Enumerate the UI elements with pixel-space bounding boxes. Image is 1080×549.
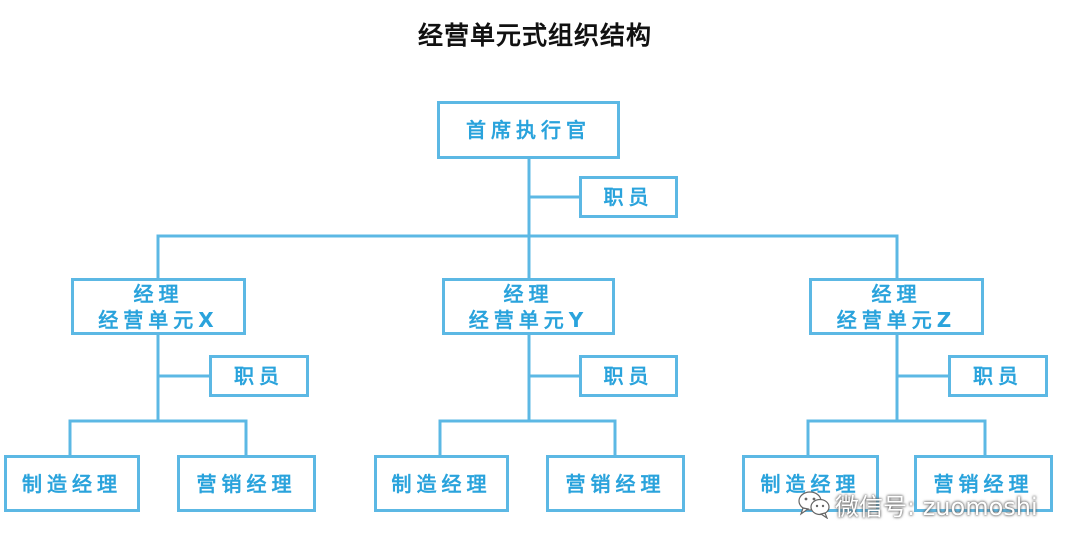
- unit-z-manager-label: 经理: [871, 281, 922, 306]
- unit-x-staff-box: 职员: [209, 355, 309, 397]
- unit-y-mfg-manager-label: 制造经理: [391, 471, 492, 496]
- unit-y-manager-label: 经理: [503, 281, 554, 306]
- unit-x-mfg-manager-box: 制造经理: [4, 455, 140, 512]
- unit-x-mfg-manager-label: 制造经理: [22, 471, 122, 496]
- unit-y-staff-label: 职员: [603, 364, 654, 388]
- unit-x-manager-box: 经理 经营单元X: [71, 278, 246, 335]
- unit-y-mfg-manager-box: 制造经理: [374, 455, 509, 512]
- unit-x-sales-manager-label: 营销经理: [196, 471, 297, 496]
- unit-y-staff-box: 职员: [579, 355, 678, 397]
- ceo-staff-box: 职员: [579, 176, 678, 218]
- unit-y-sales-manager-label: 营销经理: [565, 471, 666, 496]
- ceo-label: 首席执行官: [466, 118, 591, 142]
- unit-y-name: 经营单元Y: [468, 307, 589, 332]
- unit-y-manager-box: 经理 经营单元Y: [442, 278, 615, 335]
- unit-x-manager-label: 经理: [133, 281, 184, 306]
- unit-z-staff-label: 职员: [973, 364, 1023, 388]
- unit-z-sales-manager-box: 营销经理: [914, 455, 1053, 512]
- watermark-text: 微信号: zuomoshi: [835, 492, 1038, 521]
- unit-x-sales-manager-box: 营销经理: [177, 455, 316, 512]
- unit-z-name: 经营单元Z: [836, 307, 957, 332]
- unit-z-mfg-manager-box: 制造经理: [742, 455, 879, 512]
- unit-z-manager-box: 经理 经营单元Z: [809, 278, 984, 335]
- unit-z-mfg-manager-label: 制造经理: [760, 471, 861, 496]
- ceo-staff-label: 职员: [603, 185, 654, 209]
- unit-x-staff-label: 职员: [234, 364, 284, 388]
- wechat-watermark: 微信号: zuomoshi: [797, 486, 1038, 522]
- wechat-icon: [797, 489, 831, 520]
- unit-z-sales-manager-label: 营销经理: [933, 471, 1034, 496]
- unit-y-sales-manager-box: 营销经理: [546, 455, 685, 512]
- chart-title: 经营单元式组织结构: [417, 21, 652, 50]
- ceo-box: 首席执行官: [437, 101, 620, 159]
- unit-x-name: 经营单元X: [98, 307, 219, 332]
- unit-z-staff-box: 职员: [948, 355, 1048, 397]
